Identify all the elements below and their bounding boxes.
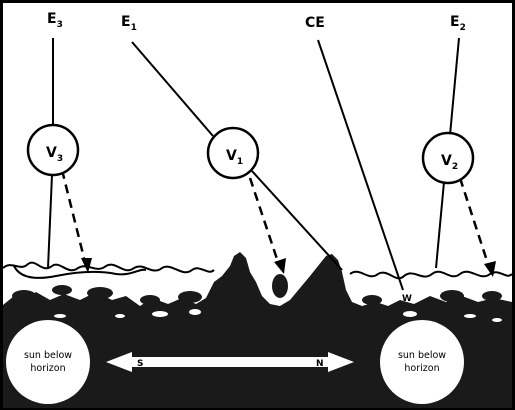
south-north-arrow — [106, 352, 354, 372]
sun-left-circle — [6, 320, 90, 404]
sun-right-line1: sun below — [398, 350, 446, 361]
w-marker: W — [402, 294, 412, 304]
sun-left-line1: sun below — [24, 350, 72, 361]
south-label: S — [137, 359, 143, 369]
dashed-arrows — [60, 169, 490, 265]
e2-wire-lower — [435, 181, 445, 269]
e2-wire-upper — [449, 37, 460, 136]
rock-bumps — [12, 274, 502, 305]
e1-wire-lower — [250, 169, 343, 271]
arrowheads — [81, 258, 496, 277]
ce-wire — [317, 39, 404, 291]
v2-circle — [421, 131, 475, 185]
ce-label: CE — [305, 15, 325, 31]
river-channel — [13, 265, 147, 279]
north-label: N — [316, 359, 324, 369]
v2-label: V2 — [441, 153, 458, 172]
v3-label: V3 — [46, 145, 63, 164]
e2-label: E2 — [450, 14, 466, 33]
e3-wire-lower — [47, 174, 53, 269]
e3-label: E3 — [47, 11, 63, 30]
e1-wire-upper — [131, 41, 214, 137]
sun-right-circle — [380, 320, 464, 404]
e1-label: E1 — [121, 14, 137, 33]
v1-label: V1 — [226, 148, 243, 167]
v2-arrowhead — [484, 261, 496, 277]
v3-dashed-line — [60, 169, 86, 259]
v1-circle — [206, 126, 260, 180]
v2-dashed-line — [458, 177, 490, 265]
rock-voids — [54, 309, 502, 322]
v1-arrowhead — [274, 258, 286, 274]
v3-circle — [26, 123, 80, 177]
v3-arrowhead — [81, 258, 92, 273]
electrode-wires — [47, 37, 460, 291]
surface-outline — [2, 261, 513, 280]
sun-right-line2: horizon — [404, 363, 439, 374]
sun-left-line2: horizon — [30, 363, 65, 374]
